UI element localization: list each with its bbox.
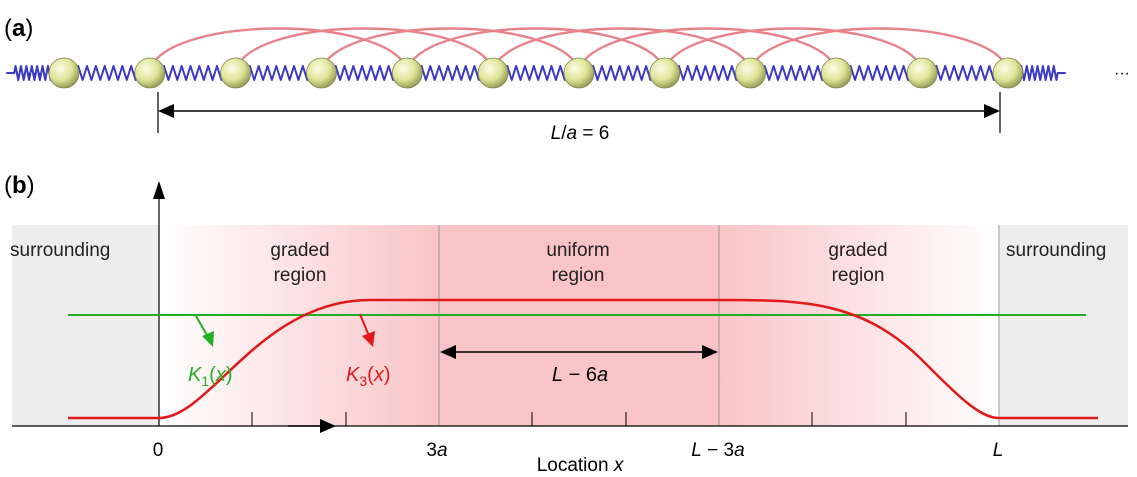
nearest-neighbor-spring xyxy=(582,65,661,81)
mass-ball xyxy=(48,57,80,89)
surrounding-left-bg xyxy=(12,225,159,426)
panel-a-label: (a) xyxy=(4,15,33,42)
long-range-spring xyxy=(406,27,666,70)
mass-ball xyxy=(649,57,681,89)
span-right-arrowhead xyxy=(702,345,718,359)
k1-pointer-line xyxy=(195,315,209,338)
k1-pointer-arrowhead xyxy=(202,331,214,347)
x-axis-ticks xyxy=(251,412,907,426)
dimension-right-arrowhead xyxy=(984,104,1000,118)
k3-label: K3(x) xyxy=(346,364,390,389)
mass-ball xyxy=(220,57,252,89)
y-axis-arrowhead xyxy=(153,181,165,199)
x-tick-label-0: 0 xyxy=(153,440,164,461)
mass-ball xyxy=(477,57,509,89)
dimension-left-arrowhead xyxy=(158,104,174,118)
region-uniform-line2: region xyxy=(552,265,605,286)
region-graded-left-line1: graded xyxy=(270,240,329,261)
region-uniform-line1: uniform xyxy=(546,240,609,261)
long-range-springs xyxy=(148,27,1010,70)
k3-pointer-arrowhead xyxy=(362,331,375,347)
supercell-dimension: L/a = 6 xyxy=(157,92,1001,144)
graded-right-bg xyxy=(719,225,999,426)
x-tick-label-l-minus-3a: L − 3a xyxy=(691,440,744,461)
long-range-spring xyxy=(663,27,924,70)
uniform-bg xyxy=(439,225,719,426)
nearest-neighbor-spring xyxy=(1012,65,1066,81)
panel-b-label: (b) xyxy=(4,172,35,199)
k3-pointer-line xyxy=(359,313,370,337)
x-direction-arrowhead xyxy=(320,419,336,433)
long-range-spring xyxy=(577,27,838,70)
mass-ball xyxy=(906,57,938,89)
mass-ball xyxy=(306,57,337,89)
nearest-neighbor-spring xyxy=(926,65,1004,81)
x-axis-label: Location x xyxy=(537,455,625,476)
k3-curve xyxy=(68,298,1098,420)
region-graded-right-line1: graded xyxy=(828,240,887,261)
nearest-neighbor-spring xyxy=(68,65,146,81)
nearest-neighbor-spring xyxy=(497,65,575,81)
mass-ball xyxy=(391,57,423,89)
mass-ball xyxy=(820,57,852,89)
nearest-neighbor-spring xyxy=(411,65,490,81)
nearest-neighbor-spring xyxy=(840,65,919,81)
nearest-neighbor-spring xyxy=(325,65,404,81)
long-range-spring xyxy=(148,27,409,70)
region-surrounding-left: surrounding xyxy=(10,240,110,261)
nearest-neighbor-spring xyxy=(153,65,232,81)
panel-b: (b) surrounding graded region uniform re… xyxy=(4,172,1128,476)
mass-ball xyxy=(735,57,766,89)
x-tick-label-l: L xyxy=(993,440,1004,461)
chain-ellipsis-right: ··· xyxy=(1114,65,1130,82)
span-left-arrowhead xyxy=(440,345,456,359)
nearest-neighbor-spring xyxy=(6,65,60,81)
nearest-neighbor-spring xyxy=(668,65,747,81)
x-tick-label-3a: 3a xyxy=(426,440,447,461)
nearest-neighbor-spring xyxy=(754,65,833,81)
region-graded-left-line2: region xyxy=(274,265,327,286)
mass-ball xyxy=(992,57,1024,89)
span-label: L − 6a xyxy=(552,364,608,386)
nearest-neighbor-springs xyxy=(6,65,1066,81)
long-range-spring xyxy=(749,27,1010,70)
panel-a: (a) ··· ··· L/a = 6 xyxy=(4,15,1130,144)
mass-chain xyxy=(48,57,1024,89)
dimension-label: L/a = 6 xyxy=(551,123,610,144)
region-surrounding-right: surrounding xyxy=(1006,240,1106,261)
k1-label: K1(x) xyxy=(188,364,232,389)
uniform-span-dimension: L − 6a xyxy=(440,345,718,386)
surrounding-right-bg xyxy=(999,225,1128,426)
long-range-spring xyxy=(491,27,752,70)
region-graded-right-line2: region xyxy=(832,265,885,286)
long-range-spring xyxy=(320,27,581,70)
mass-ball xyxy=(134,57,166,89)
nearest-neighbor-spring xyxy=(239,65,318,81)
mass-ball xyxy=(563,57,595,89)
long-range-spring xyxy=(234,27,495,70)
